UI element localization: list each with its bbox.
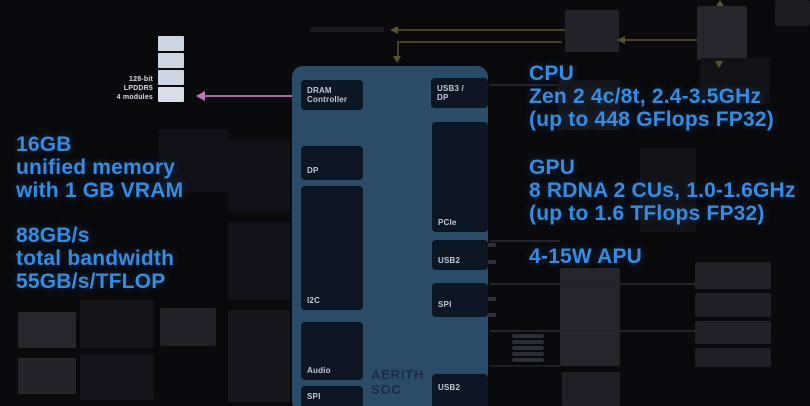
soc-block-i2c: I2C [301,186,363,310]
soc-block-label: DRAM Controller [307,85,348,105]
soc-block-label: DP [307,165,319,175]
arrow-line [204,95,293,97]
apu-power-text: 4-15W APU [529,245,642,268]
bandwidth-value-line: 88GB/s [16,224,90,247]
arrow-up-icon [716,0,724,6]
background-trace [490,365,560,367]
connector-stub [488,260,496,264]
background-trace [490,84,558,86]
bandwidth-ratio-line: 55GB/s/TFLOP [16,270,166,293]
soc-block-label: Audio [307,365,331,375]
memory-size-line: 16GB [16,133,72,156]
memory-desc-line: unified memory [16,156,176,179]
background-block [228,310,290,402]
memory-stack-label: 128-bit LPDDR5 4 modules [95,75,153,102]
soc-block-label: USB2 [438,383,461,392]
background-block [18,358,76,394]
memory-label-line: LPDDR5 [123,85,153,92]
soc-block-spi-right: SPI [432,283,488,317]
background-trace [490,240,560,242]
background-block [80,354,154,400]
arrow-left-icon [390,26,398,34]
background-trace [490,283,695,285]
memory-module [158,87,184,102]
background-block [158,130,228,192]
bandwidth-info-text: 88GB/s total bandwidth 55GB/s/TFLOP [16,224,174,293]
soc-block-pcie: PCIe [432,122,488,232]
background-block [160,308,216,346]
background-block [695,262,771,289]
background-block [562,372,620,406]
soc-block-dp: DP [301,146,363,180]
faded-label-smudge [310,27,384,32]
soc-block-label: I2C [307,295,321,305]
apu-power-line: 4-15W APU [529,245,643,268]
soc-name-line: AERITH [371,367,425,382]
soc-block-label: SPI [438,299,452,309]
soc-name: AERITH SOC [371,367,425,397]
memory-label-line: 4 modules [116,94,153,101]
background-block [558,80,620,130]
background-block [80,300,154,348]
connector-stub [488,313,496,317]
memory-module [158,53,184,68]
bandwidth-desc-line: total bandwidth [16,247,175,270]
soc-block-usb3-dp: USB3 / DP [431,78,488,108]
soc-block-usb2-bottom: USB2 [432,374,488,406]
background-block [640,148,696,232]
soc-block-label: SPI [307,392,321,402]
gpu-spec-line: 8 RDNA 2 CUs, 1.0-1.6GHz [529,179,796,202]
arrow-down-icon [715,61,723,68]
memory-module [158,36,184,51]
memory-label-line: 128-bit [129,76,153,83]
gpu-info-text: GPU 8 RDNA 2 CUs, 1.0-1.6GHz (up to 1.6 … [529,156,796,225]
gpu-heading: GPU [529,156,576,179]
aerith-soc: DRAM Controller DP I2C Audio SPI USB3 / … [292,66,488,406]
background-block [775,0,810,26]
background-block [565,10,619,52]
background-block [695,293,771,317]
background-block [700,58,770,104]
background-block [228,140,290,212]
memory-info-text: 16GB unified memory with 1 GB VRAM [16,133,183,202]
arrow-left-icon [617,36,625,44]
cpu-heading: CPU [529,62,574,85]
background-block [697,6,747,60]
background-block [228,222,290,300]
soc-block-dram-controller: DRAM Controller [301,80,363,110]
soc-block-label: USB2 [438,255,461,265]
background-block [695,321,771,344]
soc-block-spi-left: SPI [301,386,363,406]
connector-stub [488,297,496,301]
arrow-down-icon [393,56,401,63]
background-block [695,348,771,367]
soc-block-label: USB3 / DP [437,83,464,103]
soc-name-line: SOC [371,381,402,397]
background-trace [490,330,695,332]
gpu-flops-line: (up to 1.6 TFlops FP32) [529,202,765,225]
soc-block-label: PCIe [438,217,457,227]
soc-block-usb2-mid: USB2 [432,240,488,270]
connector-stub [488,243,496,247]
arrow-left-icon [196,91,205,101]
memory-vram-line: with 1 GB VRAM [16,179,184,202]
cpu-flops-line: (up to 448 GFlops FP32) [529,108,774,131]
background-block [18,312,76,348]
cpu-info-text: CPU Zen 2 4c/8t, 2.4-3.5GHz (up to 448 G… [529,62,774,131]
memory-module [158,70,184,85]
cpu-spec-line: Zen 2 4c/8t, 2.4-3.5GHz [529,85,762,108]
soc-block-audio: Audio [301,322,363,380]
